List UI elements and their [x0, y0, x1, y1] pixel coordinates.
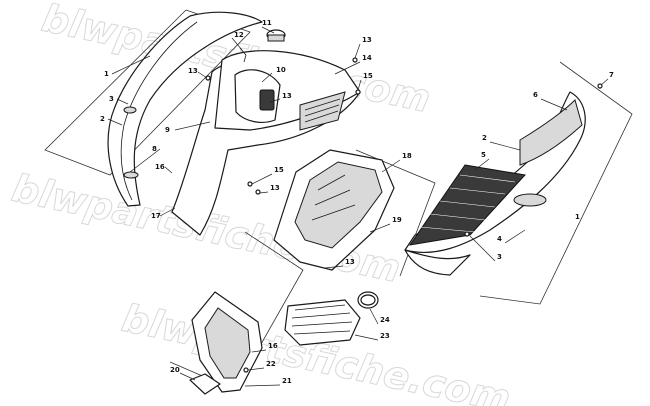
- callout-11-8: 11: [262, 19, 272, 27]
- callout-13-19: 13: [345, 258, 355, 266]
- left-panel-vent: [123, 106, 137, 114]
- fastener-lower-22: [243, 367, 249, 373]
- callout-7-20: 7: [609, 71, 614, 79]
- callout-22-30: 22: [266, 360, 276, 368]
- hood-vent-right: [299, 91, 346, 131]
- lower-fascia-inner: [204, 307, 251, 379]
- fuel-cap-body: [267, 34, 285, 42]
- left-side-panel: [107, 11, 263, 207]
- callout-14-13: 14: [362, 54, 372, 62]
- callout-21-32: 21: [282, 377, 292, 385]
- callout-23-28: 23: [380, 332, 390, 340]
- callout-13-12: 13: [362, 36, 372, 44]
- hood-assembly: [171, 29, 361, 236]
- callout-18-17: 18: [402, 152, 412, 160]
- callout-1-0: 1: [104, 70, 109, 78]
- intake-duct-ribs: [291, 304, 353, 335]
- intake-ring-inner: [360, 294, 376, 306]
- insert-inner: [294, 161, 383, 249]
- callout-3-26: 3: [497, 253, 502, 261]
- callout-6-21: 6: [533, 91, 538, 99]
- right-panel-badge: [513, 193, 547, 207]
- callout-15-15: 15: [274, 166, 284, 174]
- callout-8-4: 8: [152, 145, 157, 153]
- right-panel-graphic-stripes: [419, 174, 516, 233]
- fastener-right-3: [464, 231, 470, 237]
- fastener-mid-13: [255, 189, 261, 195]
- left-panel-badge: [123, 171, 139, 179]
- right-panel-upper: [519, 99, 583, 166]
- callout-24-27: 24: [380, 316, 390, 324]
- frame-right-side-panel: [479, 61, 633, 305]
- callout-15-14: 15: [363, 72, 373, 80]
- callout-12-7: 12: [234, 31, 244, 39]
- callout-13-9: 13: [188, 67, 198, 75]
- intake-duct: [284, 291, 379, 346]
- fastener-mid-15: [247, 181, 253, 187]
- leader-lines: [107, 26, 609, 387]
- console-insert: [273, 149, 395, 271]
- callout-3-1: 3: [109, 95, 114, 103]
- left-side-panel-edge: [120, 21, 198, 201]
- callout-10-10: 10: [276, 66, 286, 74]
- callout-20-31: 20: [170, 366, 180, 374]
- fastener-right-15: [355, 89, 361, 95]
- callout-5-23: 5: [481, 151, 486, 159]
- hood-gauge: [259, 89, 275, 111]
- fastener-left-13: [205, 75, 211, 81]
- callout-4-25: 4: [497, 235, 502, 243]
- callout-2-22: 2: [482, 134, 487, 142]
- right-side-panel: [404, 83, 603, 276]
- callout-9-3: 9: [165, 126, 170, 134]
- callout-13-16: 13: [270, 184, 280, 192]
- callout-16-29: 16: [268, 342, 278, 350]
- callout-2-2: 2: [100, 115, 105, 123]
- fastener-top-13: [352, 57, 358, 63]
- callout-19-18: 19: [392, 216, 402, 224]
- hood-latch-12: [239, 47, 247, 63]
- callout-1-24: 1: [575, 213, 580, 221]
- callout-13-11: 13: [282, 92, 292, 100]
- lower-fascia: [189, 291, 263, 395]
- right-panel-lower: [404, 249, 471, 276]
- right-panel-graphic: [408, 164, 526, 246]
- callout-16-5: 16: [155, 163, 165, 171]
- hood-vent-lines: [304, 98, 341, 123]
- bracket-20: [189, 373, 221, 395]
- callout-17-6: 17: [151, 212, 161, 220]
- insert-ribs: [311, 174, 356, 221]
- left-side-panel-shape: [107, 11, 263, 207]
